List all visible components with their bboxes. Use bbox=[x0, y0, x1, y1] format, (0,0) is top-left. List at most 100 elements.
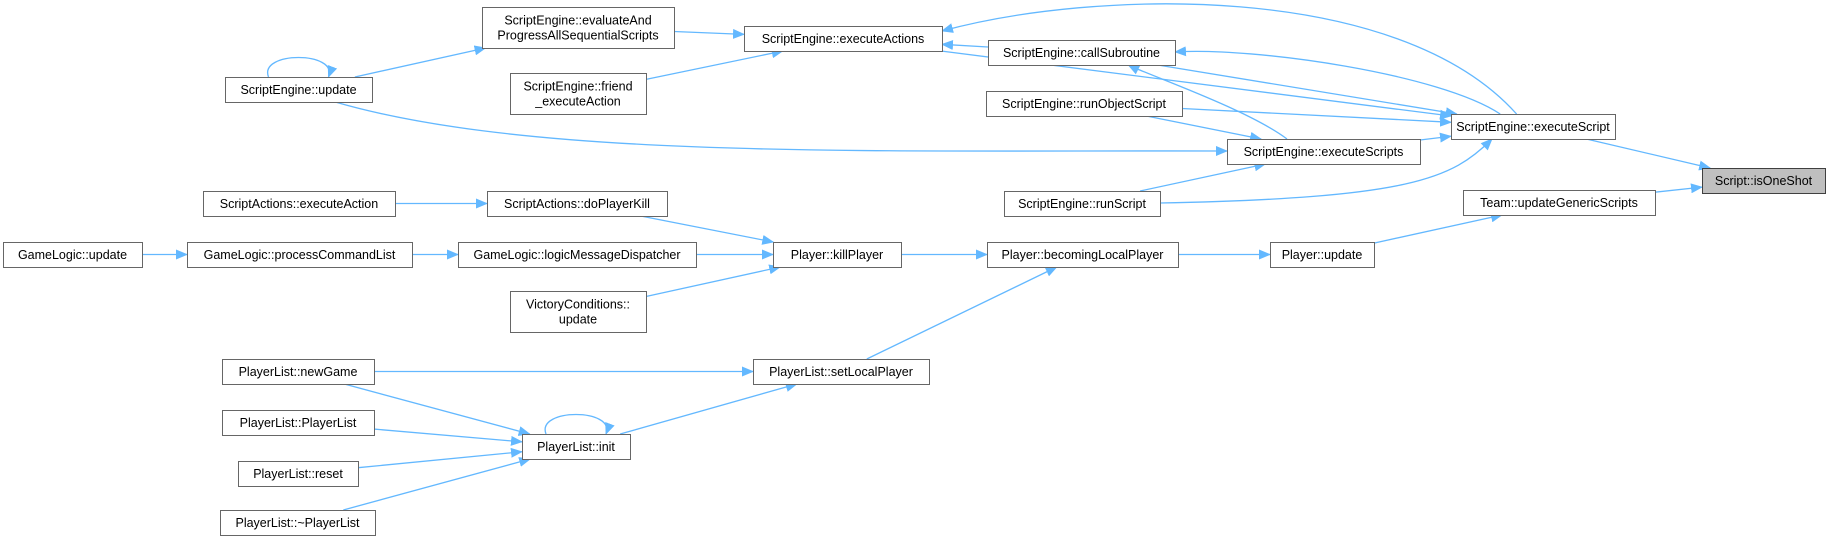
node-friendExecuteAction[interactable]: ScriptEngine::friend_executeAction bbox=[510, 73, 647, 115]
edge-friendExecuteAction-to-executeActions bbox=[645, 48, 784, 81]
node-box[interactable] bbox=[458, 242, 697, 268]
edge-plInit-to-plInit bbox=[544, 413, 615, 435]
node-plReset[interactable]: PlayerList::reset bbox=[238, 461, 359, 487]
edge bbox=[1586, 138, 1712, 171]
node-plPlayerList[interactable]: PlayerList::PlayerList bbox=[222, 410, 375, 436]
node-label: ScriptEngine::runScript bbox=[1018, 197, 1146, 211]
edge-evaluateAndProgress-to-executeActions bbox=[673, 28, 745, 39]
edge-plReset-to-plInit bbox=[357, 447, 523, 469]
node-label: Player::update bbox=[1282, 248, 1363, 262]
node-glUpdate[interactable]: GameLogic::update bbox=[3, 242, 143, 268]
node-vcUpdate[interactable]: VictoryConditions::update bbox=[510, 291, 647, 333]
node-saExecuteAction[interactable]: ScriptActions::executeAction bbox=[203, 191, 396, 217]
edge-runScript-to-executeScripts bbox=[1139, 161, 1267, 192]
node-box[interactable] bbox=[1702, 168, 1826, 194]
node-box[interactable] bbox=[510, 291, 647, 333]
node-box[interactable] bbox=[225, 77, 373, 103]
edge bbox=[343, 457, 532, 511]
node-label: ScriptEngine::executeScripts bbox=[1244, 145, 1404, 159]
node-label: GameLogic::processCommandList bbox=[204, 248, 396, 262]
edge bbox=[640, 215, 775, 245]
node-box[interactable] bbox=[487, 191, 668, 217]
node-box[interactable] bbox=[220, 510, 376, 536]
node-box[interactable] bbox=[1227, 139, 1421, 165]
node-plInit[interactable]: PlayerList::init bbox=[522, 434, 631, 460]
edge-playerUpdate-to-updateGenericScripts bbox=[1373, 212, 1504, 244]
node-becomingLocalPlayer[interactable]: Player::becomingLocalPlayer bbox=[987, 242, 1179, 268]
node-box[interactable] bbox=[3, 242, 143, 268]
edge-plNewGame-to-plInit bbox=[344, 383, 531, 436]
node-label: PlayerList::~PlayerList bbox=[235, 516, 360, 530]
node-setLocalPlayer[interactable]: PlayerList::setLocalPlayer bbox=[753, 359, 930, 385]
edge bbox=[1373, 212, 1504, 244]
edge bbox=[1146, 115, 1263, 142]
edge bbox=[645, 264, 782, 298]
node-label: ScriptEngine::callSubroutine bbox=[1003, 46, 1160, 60]
edge bbox=[335, 101, 1228, 156]
node-updateGenericScripts[interactable]: Team::updateGenericScripts bbox=[1463, 190, 1656, 216]
node-box[interactable] bbox=[987, 242, 1179, 268]
node-box[interactable] bbox=[510, 73, 647, 115]
node-box[interactable] bbox=[238, 461, 359, 487]
node-box[interactable] bbox=[986, 91, 1183, 117]
node-seUpdate[interactable]: ScriptEngine::update bbox=[225, 77, 373, 103]
node-box[interactable] bbox=[773, 242, 902, 268]
node-plNewGame[interactable]: PlayerList::newGame bbox=[222, 359, 375, 385]
edge bbox=[645, 48, 784, 81]
edge-executeScript-to-executeActions bbox=[941, 3, 1518, 115]
edge bbox=[1181, 107, 1452, 127]
node-isOneShot[interactable]: Script::isOneShot bbox=[1702, 168, 1826, 194]
node-box[interactable] bbox=[203, 191, 396, 217]
edge-executeScripts-to-callSubroutine bbox=[1127, 64, 1288, 140]
node-label: ProgressAllSequentialScripts bbox=[497, 29, 658, 43]
edge-seUpdate-to-seUpdate bbox=[267, 56, 338, 78]
node-box[interactable] bbox=[1004, 191, 1161, 217]
node-label: Player::becomingLocalPlayer bbox=[1002, 248, 1164, 262]
node-plDestructor[interactable]: PlayerList::~PlayerList bbox=[220, 510, 376, 536]
node-box[interactable] bbox=[482, 7, 675, 49]
edge-executeScript-to-isOneShot bbox=[1586, 138, 1712, 171]
node-box[interactable] bbox=[187, 242, 413, 268]
node-label: ScriptActions::executeAction bbox=[220, 197, 378, 211]
node-box[interactable] bbox=[222, 359, 375, 385]
node-runScript[interactable]: ScriptEngine::runScript bbox=[1004, 191, 1161, 217]
edge bbox=[373, 428, 523, 446]
node-box[interactable] bbox=[222, 410, 375, 436]
node-doPlayerKill[interactable]: ScriptActions::doPlayerKill bbox=[487, 191, 668, 217]
node-logicMessageDispatcher[interactable]: GameLogic::logicMessageDispatcher bbox=[458, 242, 697, 268]
edge-runObjectScript-to-executeScripts bbox=[1146, 115, 1263, 142]
edge bbox=[1139, 161, 1267, 192]
node-playerUpdate[interactable]: Player::update bbox=[1270, 242, 1375, 268]
node-label: ScriptEngine::evaluateAnd bbox=[504, 14, 651, 28]
node-label: _executeAction bbox=[534, 95, 621, 109]
edge-executeScripts-to-executeScript bbox=[1419, 132, 1452, 143]
node-box[interactable] bbox=[522, 434, 631, 460]
node-label: GameLogic::logicMessageDispatcher bbox=[473, 248, 680, 262]
node-executeActions[interactable]: ScriptEngine::executeActions bbox=[744, 26, 943, 52]
node-box[interactable] bbox=[1463, 190, 1656, 216]
edge bbox=[1419, 132, 1452, 143]
node-box[interactable] bbox=[753, 359, 930, 385]
node-label: PlayerList::setLocalPlayer bbox=[769, 365, 913, 379]
edge-executeScript-to-callSubroutine bbox=[1174, 46, 1501, 115]
node-processCommandList[interactable]: GameLogic::processCommandList bbox=[187, 242, 413, 268]
node-label: PlayerList::init bbox=[537, 440, 615, 454]
edge-plPlayerList-to-plInit bbox=[373, 428, 523, 446]
node-callSubroutine[interactable]: ScriptEngine::callSubroutine bbox=[988, 40, 1176, 66]
edge bbox=[544, 413, 615, 435]
node-box[interactable] bbox=[1270, 242, 1375, 268]
node-executeScript[interactable]: ScriptEngine::executeScript bbox=[1451, 114, 1616, 140]
edge bbox=[344, 383, 531, 436]
node-label: PlayerList::PlayerList bbox=[240, 416, 357, 430]
node-killPlayer[interactable]: Player::killPlayer bbox=[773, 242, 902, 268]
node-executeScripts[interactable]: ScriptEngine::executeScripts bbox=[1227, 139, 1421, 165]
edge-callSubroutine-to-executeActions bbox=[941, 39, 989, 50]
edge-seUpdate-to-evaluateAndProgress bbox=[354, 45, 487, 78]
node-box[interactable] bbox=[744, 26, 943, 52]
node-label: Script::isOneShot bbox=[1715, 174, 1813, 188]
node-box[interactable] bbox=[1451, 114, 1616, 140]
node-runObjectScript[interactable]: ScriptEngine::runObjectScript bbox=[986, 91, 1183, 117]
node-evaluateAndProgress[interactable]: ScriptEngine::evaluateAndProgressAllSequ… bbox=[482, 7, 675, 49]
edge bbox=[1127, 64, 1288, 140]
node-box[interactable] bbox=[988, 40, 1176, 66]
